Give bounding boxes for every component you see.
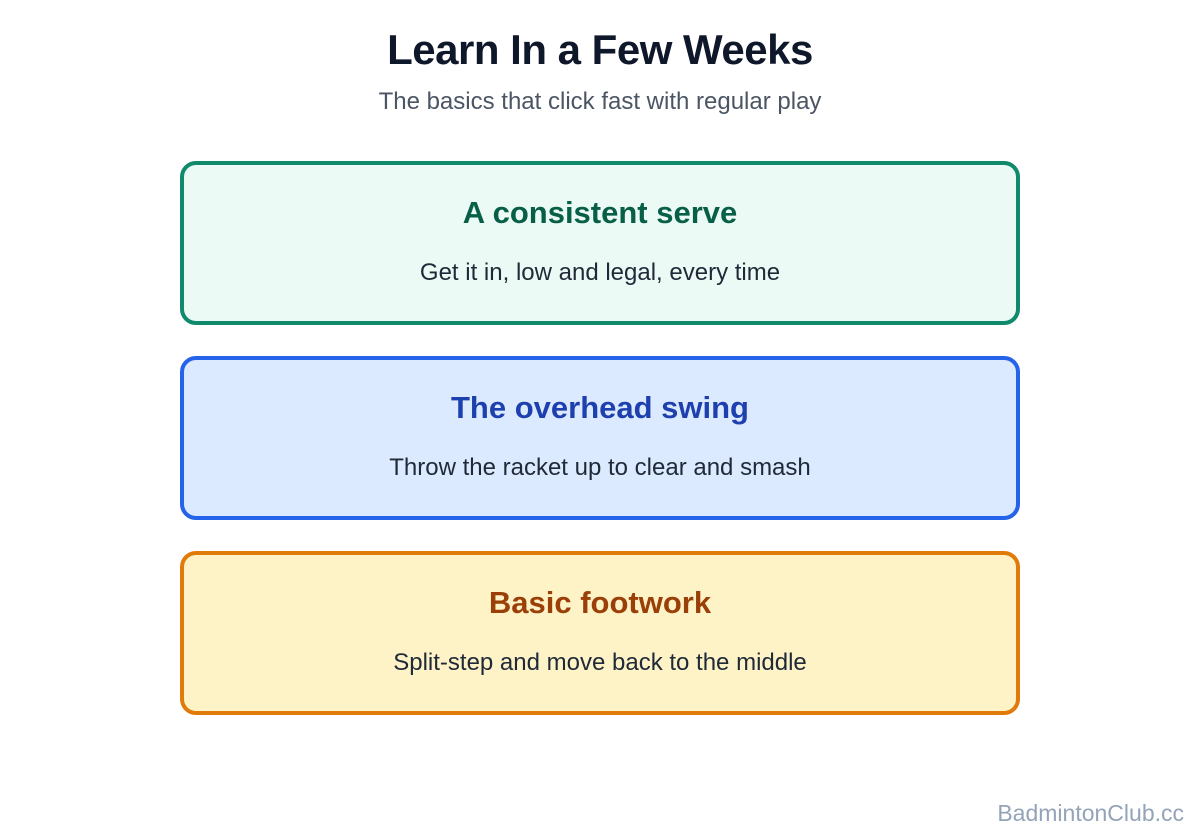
footer-credit: BadmintonClub.cc xyxy=(997,800,1184,826)
skill-card-description: Throw the racket up to clear and smash xyxy=(389,454,811,481)
skill-card-footwork: Basic footwork Split-step and move back … xyxy=(180,551,1020,715)
skill-card-title: The overhead swing xyxy=(450,390,749,425)
skill-card-serve: A consistent serve Get it in, low and le… xyxy=(180,161,1020,325)
skill-card-overhead-swing: The overhead swing Throw the racket up t… xyxy=(180,356,1020,520)
page-title: Learn In a Few Weeks xyxy=(387,26,813,73)
skill-card-description: Get it in, low and legal, every time xyxy=(419,259,781,286)
skill-card-description: Split-step and move back to the middle xyxy=(393,649,807,676)
skill-card-title: A consistent serve xyxy=(462,195,738,230)
skill-card-title: Basic footwork xyxy=(488,585,712,620)
page-subtitle: The basics that click fast with regular … xyxy=(378,88,822,115)
